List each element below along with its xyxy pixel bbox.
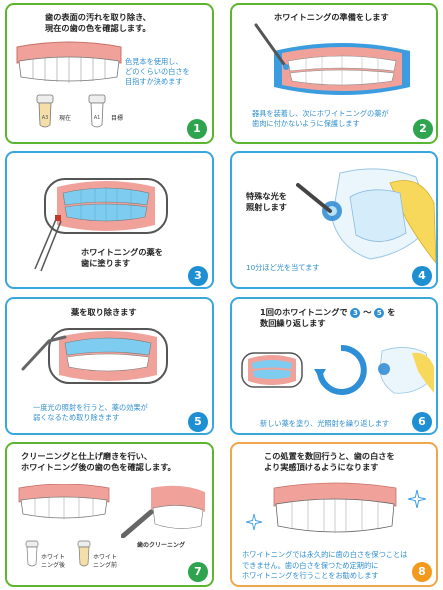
step-5-note: 一度光の照射を行うと、薬の効果が 弱くなるため取り除きます [33, 403, 148, 422]
step-8-title: この処置を数回行うと、歯の白さを より実感頂けるようになります [264, 451, 395, 472]
step-7-panel: クリーニングと仕上げ磨きを行い、 ホワイトニング後の歯の色を確認します。 歯のク… [5, 442, 214, 587]
label-cleaning: 歯のクリーニング [137, 542, 186, 549]
step-1-panel: 歯の表面の汚れを取り除き、 現在の歯の色を確認します。 色見本を使用し、 どのく… [5, 3, 214, 144]
upper-teeth-illustration [16, 41, 122, 83]
step-3-title: ホワイトニングの薬を 歯に塗ります [81, 247, 163, 268]
patient-illustration [322, 168, 436, 264]
shade-guide-icon [77, 540, 91, 567]
step-5-badge: 5 [188, 412, 208, 432]
white-teeth-illustration [273, 482, 397, 533]
step-4-title: 特殊な光を 照射します [246, 191, 287, 212]
shade-code-current: A3 [42, 115, 49, 121]
step-2-panel: ホワイトニングの準備をします 器具を装着し、次にホワイトニングの薬が 歯肉に付か… [230, 3, 438, 144]
step-8-badge: 8 [412, 562, 432, 582]
brush-icon [34, 215, 62, 272]
retractor-teeth-illustration [48, 328, 168, 384]
step-ref-to: 5 [374, 307, 385, 318]
retracted-teeth-illustration [274, 43, 410, 95]
step-3-panel: ホワイトニングの薬を 歯に塗ります 3 [5, 151, 214, 289]
step-3-badge: 3 [188, 266, 208, 286]
sparkle-icon [408, 490, 426, 508]
retractor-icon [44, 178, 168, 234]
shade-guide-icon: A1 [88, 94, 106, 128]
step-1-badge: 1 [187, 119, 207, 139]
step-8-note: ホワイトニングでは永久的に歯の白さを保つことは できません。歯の白さを保つため定… [242, 550, 408, 580]
light-wand-icon [296, 183, 332, 213]
sparkle-icon [246, 514, 262, 530]
step-4-badge: 4 [412, 266, 432, 286]
shade-code-target: A1 [94, 115, 101, 121]
step-4-panel: 特殊な光を 照射します 10分ほど光を当てます 4 [230, 151, 438, 289]
shade-guide-icon [25, 540, 39, 567]
step-8-panel: この処置を数回行うと、歯の白さを より実感頂けるようになります ホワイトニングで… [230, 442, 438, 587]
step-7-title: クリーニングと仕上げ磨きを行い、 ホワイトニング後の歯の色を確認します。 [21, 451, 176, 472]
cleaning-tool-illustration [121, 485, 205, 538]
step-6-badge: 6 [412, 412, 432, 432]
mini-teeth-illustration [241, 352, 303, 388]
step-4-note: 10分ほど光を当てます [246, 263, 320, 272]
label-current: 現在 [59, 115, 72, 122]
label-before: ホワイト ニング前 [93, 554, 118, 569]
step-6-title: 1回のホワイトニングで 3 〜 5 を 数回繰り返します [260, 307, 396, 328]
step-ref-from: 3 [350, 307, 361, 318]
step-5-panel: 薬を取り除きます 一度光の照射を行うと、薬の効果が 弱くなるため取り除きます 5 [5, 297, 214, 435]
suction-tip-icon [21, 335, 67, 371]
step-1-title: 歯の表面の汚れを取り除き、 現在の歯の色を確認します。 [45, 12, 151, 33]
step-7-badge: 7 [188, 562, 208, 582]
shade-guide-icon: A3 [36, 94, 54, 128]
step-2-note: 器具を装着し、次にホワイトニングの薬が 歯肉に付かないように保護します [252, 109, 389, 128]
step-6-panel: 1回のホワイトニングで 3 〜 5 を 数回繰り返します 新しい薬を塗り、光照射… [230, 297, 438, 435]
mini-patient-illustration [378, 347, 434, 394]
step-2-title: ホワイトニングの準備をします [274, 12, 389, 22]
step-1-note: 色見本を使用し、 どのくらいの白さを 目指すか決めます [125, 57, 190, 86]
applicator-icon [254, 23, 289, 70]
upper-teeth-illustration [18, 484, 110, 519]
step-6-note: 新しい薬を塗り、光照射を繰り返します [260, 419, 390, 428]
label-after: ホワイト ニング後 [41, 554, 66, 569]
cycle-arrows-icon [314, 344, 367, 395]
step-5-title: 薬を取り除きます [71, 307, 137, 317]
label-target: 目標 [111, 115, 124, 122]
step-2-badge: 2 [413, 119, 433, 139]
